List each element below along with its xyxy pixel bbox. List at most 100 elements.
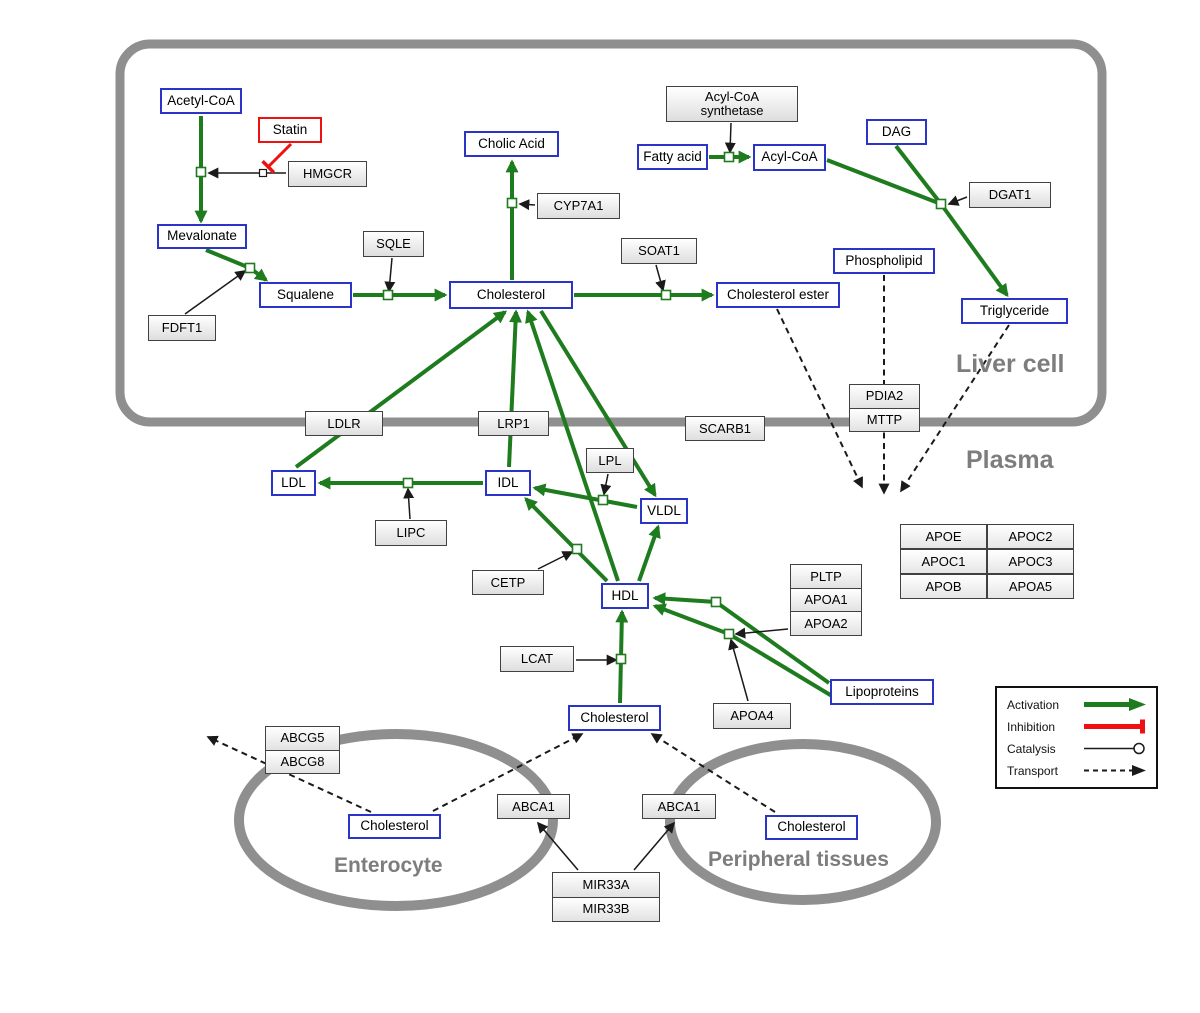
liver-cell-label: Liver cell: [956, 350, 1065, 378]
node-apoa5[interactable]: APOA5: [987, 574, 1074, 599]
node-apob[interactable]: APOB: [900, 574, 987, 599]
edge-activation-plain-18: [826, 158, 942, 206]
node-abcg5-abcg8-cell-0[interactable]: ABCG5: [266, 727, 339, 750]
node-cetp[interactable]: CETP: [472, 570, 544, 595]
edge-activation-plain-19: [894, 144, 943, 206]
edge-transport-35: [776, 308, 863, 489]
node-fdft1[interactable]: FDFT1: [148, 315, 216, 341]
node-cholesterol-plasma[interactable]: Cholesterol: [568, 705, 661, 731]
node-mir33a-mir33b-cell-1[interactable]: MIR33B: [553, 896, 659, 921]
edge-transport-40: [650, 733, 776, 813]
node-pltp-apoa1-apoa2-cell-0[interactable]: PLTP: [791, 565, 861, 588]
edge-catalysis-33: [536, 821, 579, 871]
edge-catalysis-32: [728, 638, 749, 702]
edge-catalysis-25: [724, 122, 736, 154]
node-scarb1[interactable]: SCARB1: [685, 416, 765, 441]
node-apoe[interactable]: APOE: [900, 524, 987, 549]
edge-catalysis-24: [655, 264, 666, 292]
process-node-4: [660, 289, 672, 301]
apolipoprotein-table: APOE APOC2 APOC1 APOC3 APOB APOA5: [900, 524, 1074, 599]
node-pdia2-mttp-cell-1[interactable]: MTTP: [850, 407, 919, 431]
node-acetyl-coa[interactable]: Acetyl-CoA: [160, 88, 242, 114]
node-idl[interactable]: IDL: [485, 470, 531, 496]
node-pltp-apoa1-apoa2-cell-1[interactable]: APOA1: [791, 587, 861, 612]
legend-label-transport: Transport: [1007, 763, 1058, 778]
node-hdl[interactable]: HDL: [601, 583, 649, 609]
edge-catalysis-26: [947, 195, 968, 206]
node-abcg5-abcg8-cell-1[interactable]: ABCG8: [266, 749, 339, 773]
node-mir33a-mir33b-cell-0[interactable]: MIR33A: [553, 873, 659, 897]
node-cholic-acid[interactable]: Cholic Acid: [464, 131, 559, 157]
edge-activation-14: [637, 524, 661, 582]
legend-label-catalysis: Catalysis: [1007, 741, 1056, 756]
node-lrp1[interactable]: LRP1: [478, 411, 549, 436]
process-node-10: [615, 653, 627, 665]
node-apoc3[interactable]: APOC3: [987, 549, 1074, 574]
edge-catalysis-34: [633, 821, 676, 871]
node-apoc1[interactable]: APOC1: [900, 549, 987, 574]
edges-group: [184, 116, 1010, 871]
node-apoc2[interactable]: APOC2: [987, 524, 1074, 549]
node-abca1-peripheral[interactable]: ABCA1: [642, 794, 716, 819]
legend-label-activation: Activation: [1007, 697, 1060, 712]
process-node-12: [723, 628, 735, 640]
legend-row-inhibition: Inhibition: [1007, 719, 1146, 734]
enterocyte-membrane: [234, 729, 558, 911]
edge-catalysis-21: [384, 257, 396, 293]
node-apoa4[interactable]: APOA4: [713, 703, 791, 729]
process-node-9: [571, 543, 583, 555]
node-lpl[interactable]: LPL: [586, 448, 634, 473]
node-acyl-coa[interactable]: Acyl-CoA: [753, 144, 826, 171]
node-lipc[interactable]: LIPC: [375, 520, 447, 546]
node-lipoproteins[interactable]: Lipoproteins: [830, 679, 934, 705]
node-lcat[interactable]: LCAT: [500, 646, 574, 672]
node-abca1-enterocyte[interactable]: ABCA1: [497, 794, 570, 819]
node-sqle[interactable]: SQLE: [363, 231, 424, 257]
process-node-8: [597, 494, 609, 506]
edge-activation-9: [507, 309, 523, 468]
node-fatty-acid[interactable]: Fatty acid: [637, 144, 708, 170]
node-cholesterol-peripheral[interactable]: Cholesterol: [765, 815, 858, 840]
edge-catalysis-29: [537, 551, 574, 570]
node-vldl[interactable]: VLDL: [640, 498, 688, 524]
process-node-5: [723, 151, 735, 163]
node-hmgcr[interactable]: HMGCR: [288, 161, 367, 187]
node-dgat1[interactable]: DGAT1: [969, 182, 1051, 208]
process-node-2: [382, 289, 394, 301]
node-cholesterol-liver[interactable]: Cholesterol: [449, 281, 573, 309]
edge-activation-10: [539, 309, 657, 498]
node-triglyceride[interactable]: Triglyceride: [961, 298, 1068, 324]
edge-catalysis-27: [403, 487, 415, 520]
edge-activation-13: [524, 497, 609, 583]
node-cholesterol-ester[interactable]: Cholesterol ester: [716, 282, 840, 308]
activation-arrow-symbol: [1084, 698, 1146, 711]
node-phospholipid[interactable]: Phospholipid: [833, 248, 935, 274]
node-dag[interactable]: DAG: [866, 119, 927, 145]
node-pltp-apoa1-apoa2-cell-2[interactable]: APOA2: [791, 611, 861, 636]
edge-activation-11: [532, 483, 638, 509]
node-cyp7a1[interactable]: CYP7A1: [537, 193, 620, 219]
node-ldl[interactable]: LDL: [271, 470, 316, 496]
node-mevalonate[interactable]: Mevalonate: [157, 224, 247, 249]
node-statin[interactable]: Statin: [258, 117, 322, 143]
edge-catalysis-31: [734, 627, 789, 639]
edge-inhibition-41: [261, 142, 293, 174]
edge-activation-6: [939, 202, 1009, 298]
legend-row-activation: Activation: [1007, 697, 1146, 712]
catalysis-circle-symbol: [1084, 742, 1145, 755]
peripheral-tissues-label: Peripheral tissues: [708, 848, 889, 871]
node-cholesterol-enterocyte[interactable]: Cholesterol: [348, 814, 441, 839]
node-squalene[interactable]: Squalene: [259, 282, 352, 308]
node-pdia2-mttp-cell-0[interactable]: PDIA2: [850, 385, 919, 408]
process-nodes-group: [195, 151, 947, 665]
legend-row-transport: Transport: [1007, 763, 1146, 778]
process-node-11: [710, 596, 722, 608]
node-ldlr[interactable]: LDLR: [305, 411, 383, 436]
node-soat1[interactable]: SOAT1: [621, 238, 697, 264]
